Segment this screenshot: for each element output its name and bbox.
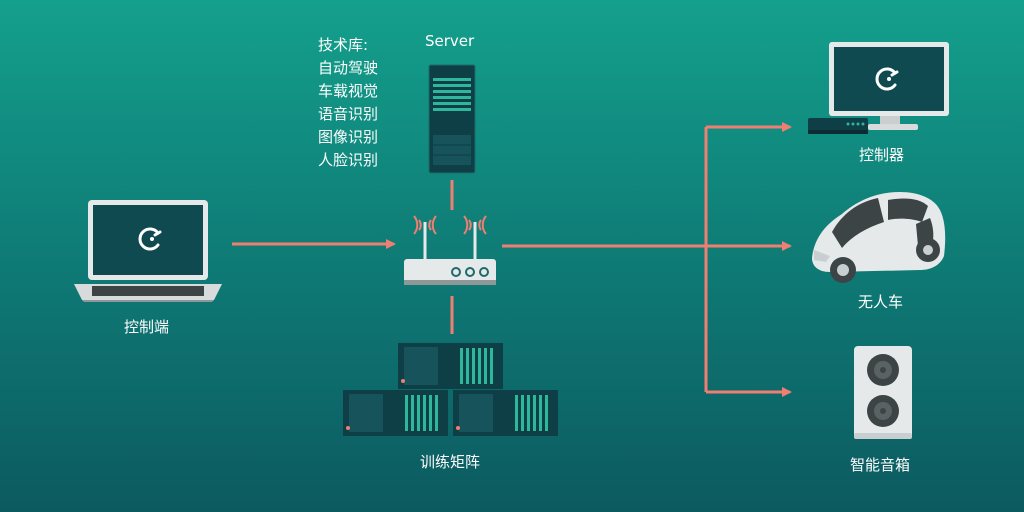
tech-item-vehicle-vision: 车载视觉 bbox=[318, 82, 379, 100]
controller-label: 控制器 bbox=[859, 146, 905, 164]
matrix-unit-bottom-left bbox=[343, 390, 448, 436]
tech-library: 技术库: 自动驾驶 车载视觉 语音识别 图像识别 人脸识别 bbox=[318, 34, 438, 172]
controller-icon bbox=[808, 42, 949, 134]
matrix-unit-bottom-right bbox=[453, 390, 558, 436]
tech-item-face-recognition: 人脸识别 bbox=[318, 151, 379, 169]
speaker-icon bbox=[854, 346, 912, 439]
smart-speaker-label: 智能音箱 bbox=[850, 456, 911, 474]
wifi-signal-right-icon bbox=[463, 215, 487, 235]
driverless-car-label: 无人车 bbox=[858, 293, 904, 311]
server-icon bbox=[428, 64, 476, 174]
router-icon bbox=[404, 215, 496, 285]
connections bbox=[232, 122, 792, 397]
control-end-label: 控制端 bbox=[124, 318, 170, 336]
laptop-icon bbox=[74, 200, 222, 302]
training-matrix-icon bbox=[343, 343, 558, 436]
matrix-unit-top bbox=[398, 343, 503, 389]
brand-logo-icon bbox=[875, 67, 899, 91]
training-matrix-label: 训练矩阵 bbox=[420, 453, 481, 471]
server-label: Server bbox=[425, 32, 475, 50]
tech-library-title: 技术库: bbox=[318, 36, 369, 54]
brand-logo-icon bbox=[138, 227, 162, 251]
wifi-signal-left-icon bbox=[413, 215, 437, 235]
tech-item-speech-recognition: 语音识别 bbox=[318, 105, 379, 123]
tech-item-image-recognition: 图像识别 bbox=[318, 128, 379, 146]
tech-item-autonomous-driving: 自动驾驶 bbox=[318, 59, 379, 77]
car-icon bbox=[812, 192, 946, 283]
